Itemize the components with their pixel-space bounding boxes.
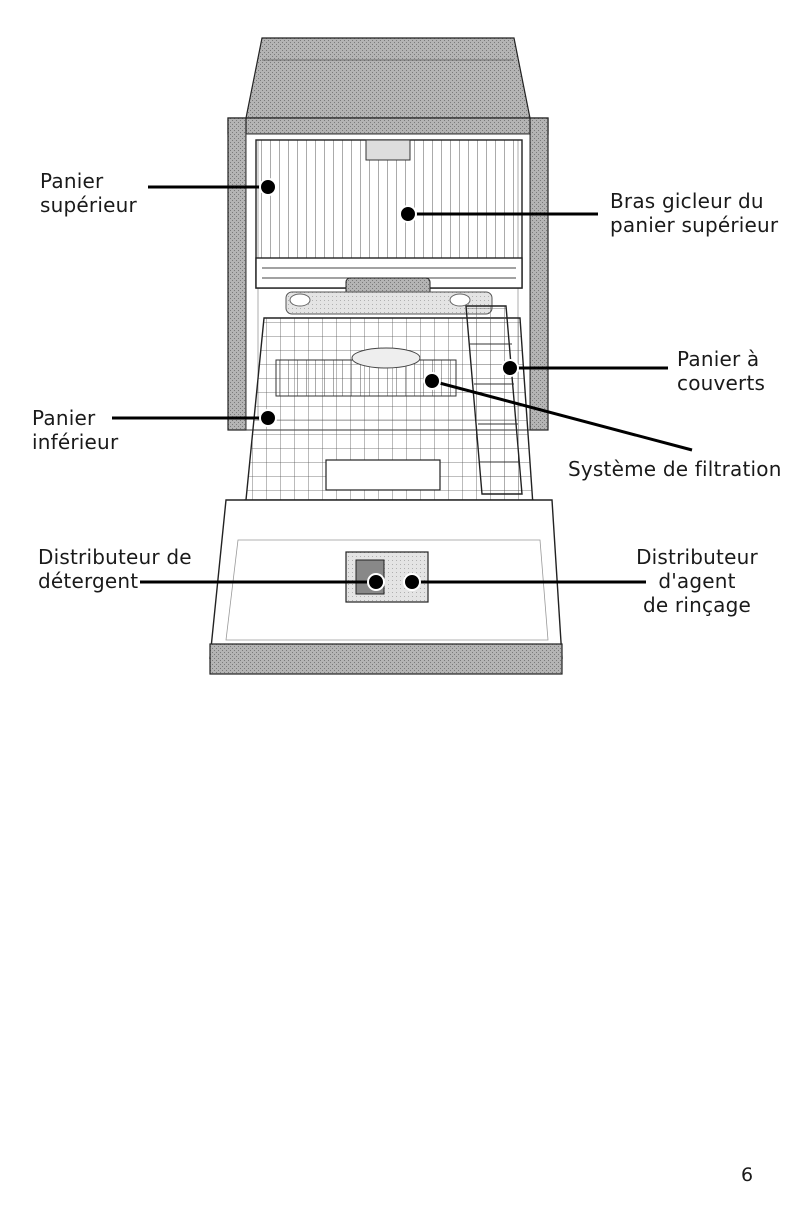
upper-spray-arm-label-line: Bras gicleur du <box>610 189 778 213</box>
silverware-basket-dot <box>502 360 518 376</box>
upper-spray-arm <box>286 292 492 314</box>
upper-spray-arm-dot <box>400 206 416 222</box>
lower-rack-label-line: Panier <box>32 406 118 430</box>
detergent-dispenser-label: Distributeur de détergent <box>38 545 192 593</box>
page-number: 6 <box>741 1164 753 1186</box>
filtration-label: Système de filtration <box>568 457 782 481</box>
rinse-aid-dispenser-label: Distributeur d'agent de rinçage <box>634 545 760 617</box>
silverware-basket-label-line: couverts <box>677 371 765 395</box>
upper-rack-dot <box>260 179 276 195</box>
upper-spray-arm-label-line: panier supérieur <box>610 213 778 237</box>
upper-rack-label-line: supérieur <box>40 193 137 217</box>
upper-rack <box>256 140 522 298</box>
door <box>210 500 562 674</box>
silverware-basket-label-line: Panier à <box>677 347 765 371</box>
detergent-dispenser-label-line: détergent <box>38 569 192 593</box>
lower-rack-dot <box>260 410 276 426</box>
rinse-aid-dispenser-label-line: d'agent <box>634 569 760 593</box>
filtration-label-line: Système de filtration <box>568 457 782 481</box>
upper-rack-label: Panier supérieur <box>40 169 137 217</box>
rinse-aid-dispenser-dot <box>404 574 420 590</box>
lower-rack-label-line: inférieur <box>32 430 118 454</box>
top-panel <box>246 38 530 118</box>
filtration-dot <box>424 373 440 389</box>
upper-rack-label-line: Panier <box>40 169 137 193</box>
detergent-dispenser-label-line: Distributeur de <box>38 545 192 569</box>
detergent-dispenser-dot <box>368 574 384 590</box>
upper-spray-arm-label: Bras gicleur du panier supérieur <box>610 189 778 237</box>
rinse-aid-dispenser-label-line: de rinçage <box>634 593 760 617</box>
lower-rack-label: Panier inférieur <box>32 406 118 454</box>
silverware-basket-label: Panier à couverts <box>677 347 765 395</box>
rinse-aid-dispenser-label-line: Distributeur <box>634 545 760 569</box>
